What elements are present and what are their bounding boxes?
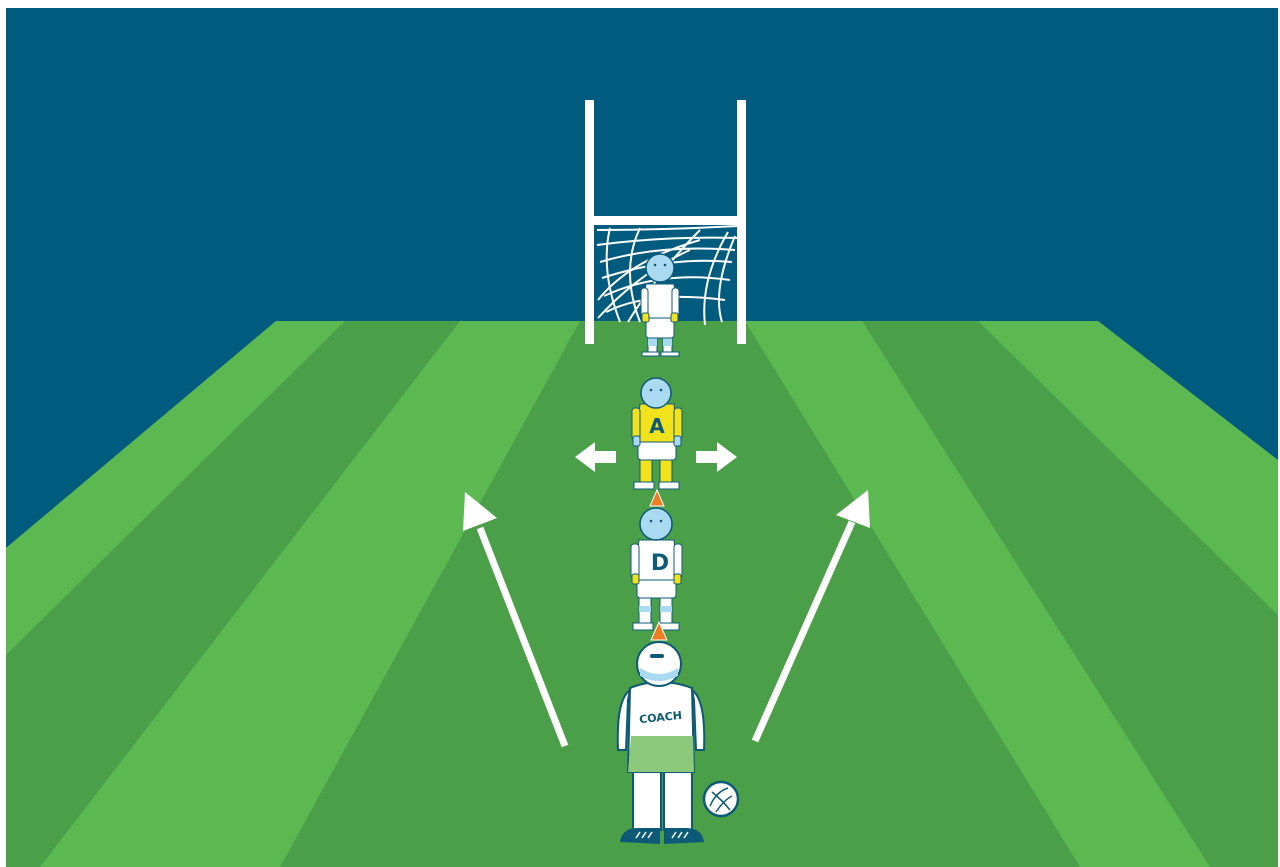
ball-icon (704, 782, 738, 816)
crossbar (585, 216, 746, 225)
goalkeeper-head (646, 254, 674, 282)
defender-letter: D (651, 551, 669, 576)
attacker-head (641, 378, 671, 408)
defender-head (640, 508, 672, 540)
attacker-letter: A (649, 414, 665, 438)
